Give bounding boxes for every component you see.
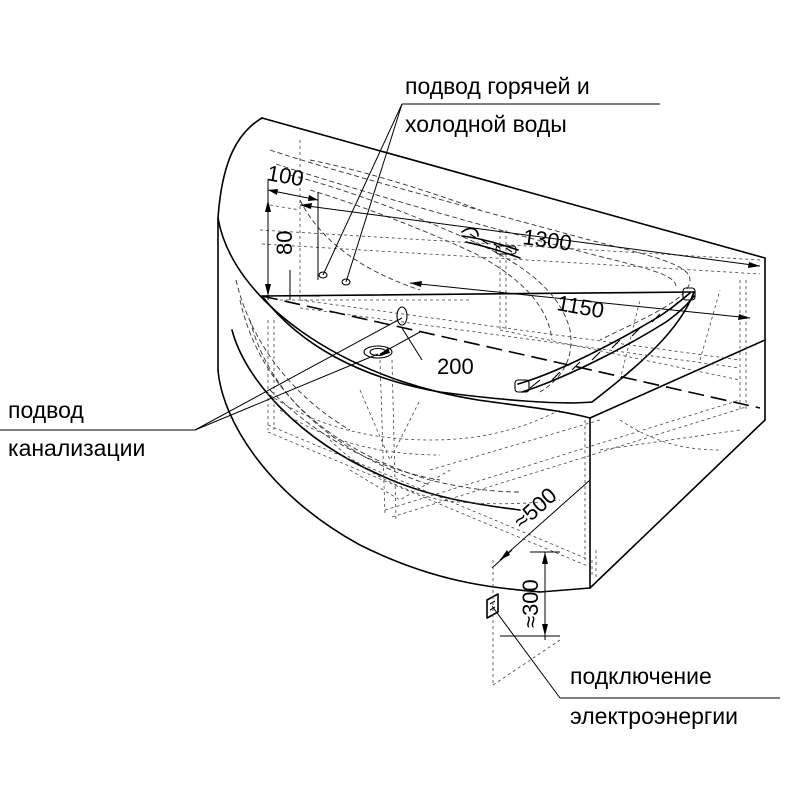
leader-power	[491, 605, 780, 699]
dimension-500-label: ≈500	[509, 482, 562, 533]
overflow-outlet-icon	[396, 306, 408, 326]
leader-drain	[0, 317, 403, 431]
electrical-socket-icon	[486, 593, 499, 619]
leader-water-supply	[322, 103, 660, 283]
dimension-80-label: 80	[272, 231, 297, 255]
water-inlet-cold-icon	[341, 278, 351, 286]
dimension-500	[491, 479, 591, 569]
dimension-1300-label: 1300	[521, 224, 573, 256]
dimension-1300	[299, 203, 761, 268]
hidden-lines	[235, 140, 761, 578]
water-supply-label-line1: подвод горячей и	[405, 73, 590, 99]
dimension-200	[378, 327, 423, 361]
drain-label-line1: подвод	[8, 397, 84, 423]
dimension-300-label: ≈300	[518, 579, 543, 628]
dimension-100-label: 100	[265, 160, 306, 191]
center-axis-line	[261, 295, 761, 409]
dimension-100	[267, 180, 319, 280]
bathtub-outer-body	[217, 117, 766, 593]
water-inlet-hot-icon	[318, 271, 328, 279]
dimension-1150	[409, 281, 751, 320]
power-label-line2: электроэнергии	[570, 703, 738, 729]
dimension-300	[492, 551, 561, 686]
water-supply-label-line2: холодной воды	[405, 111, 567, 137]
dimension-200-label: 200	[437, 354, 474, 379]
drain-label-line2: канализации	[8, 435, 145, 461]
grab-handle-icon	[514, 287, 696, 393]
headrest-icon	[461, 227, 521, 259]
dimension-80	[262, 200, 320, 300]
power-label-line1: подключение	[570, 663, 712, 689]
dimension-1150-label: 1150	[555, 290, 606, 323]
